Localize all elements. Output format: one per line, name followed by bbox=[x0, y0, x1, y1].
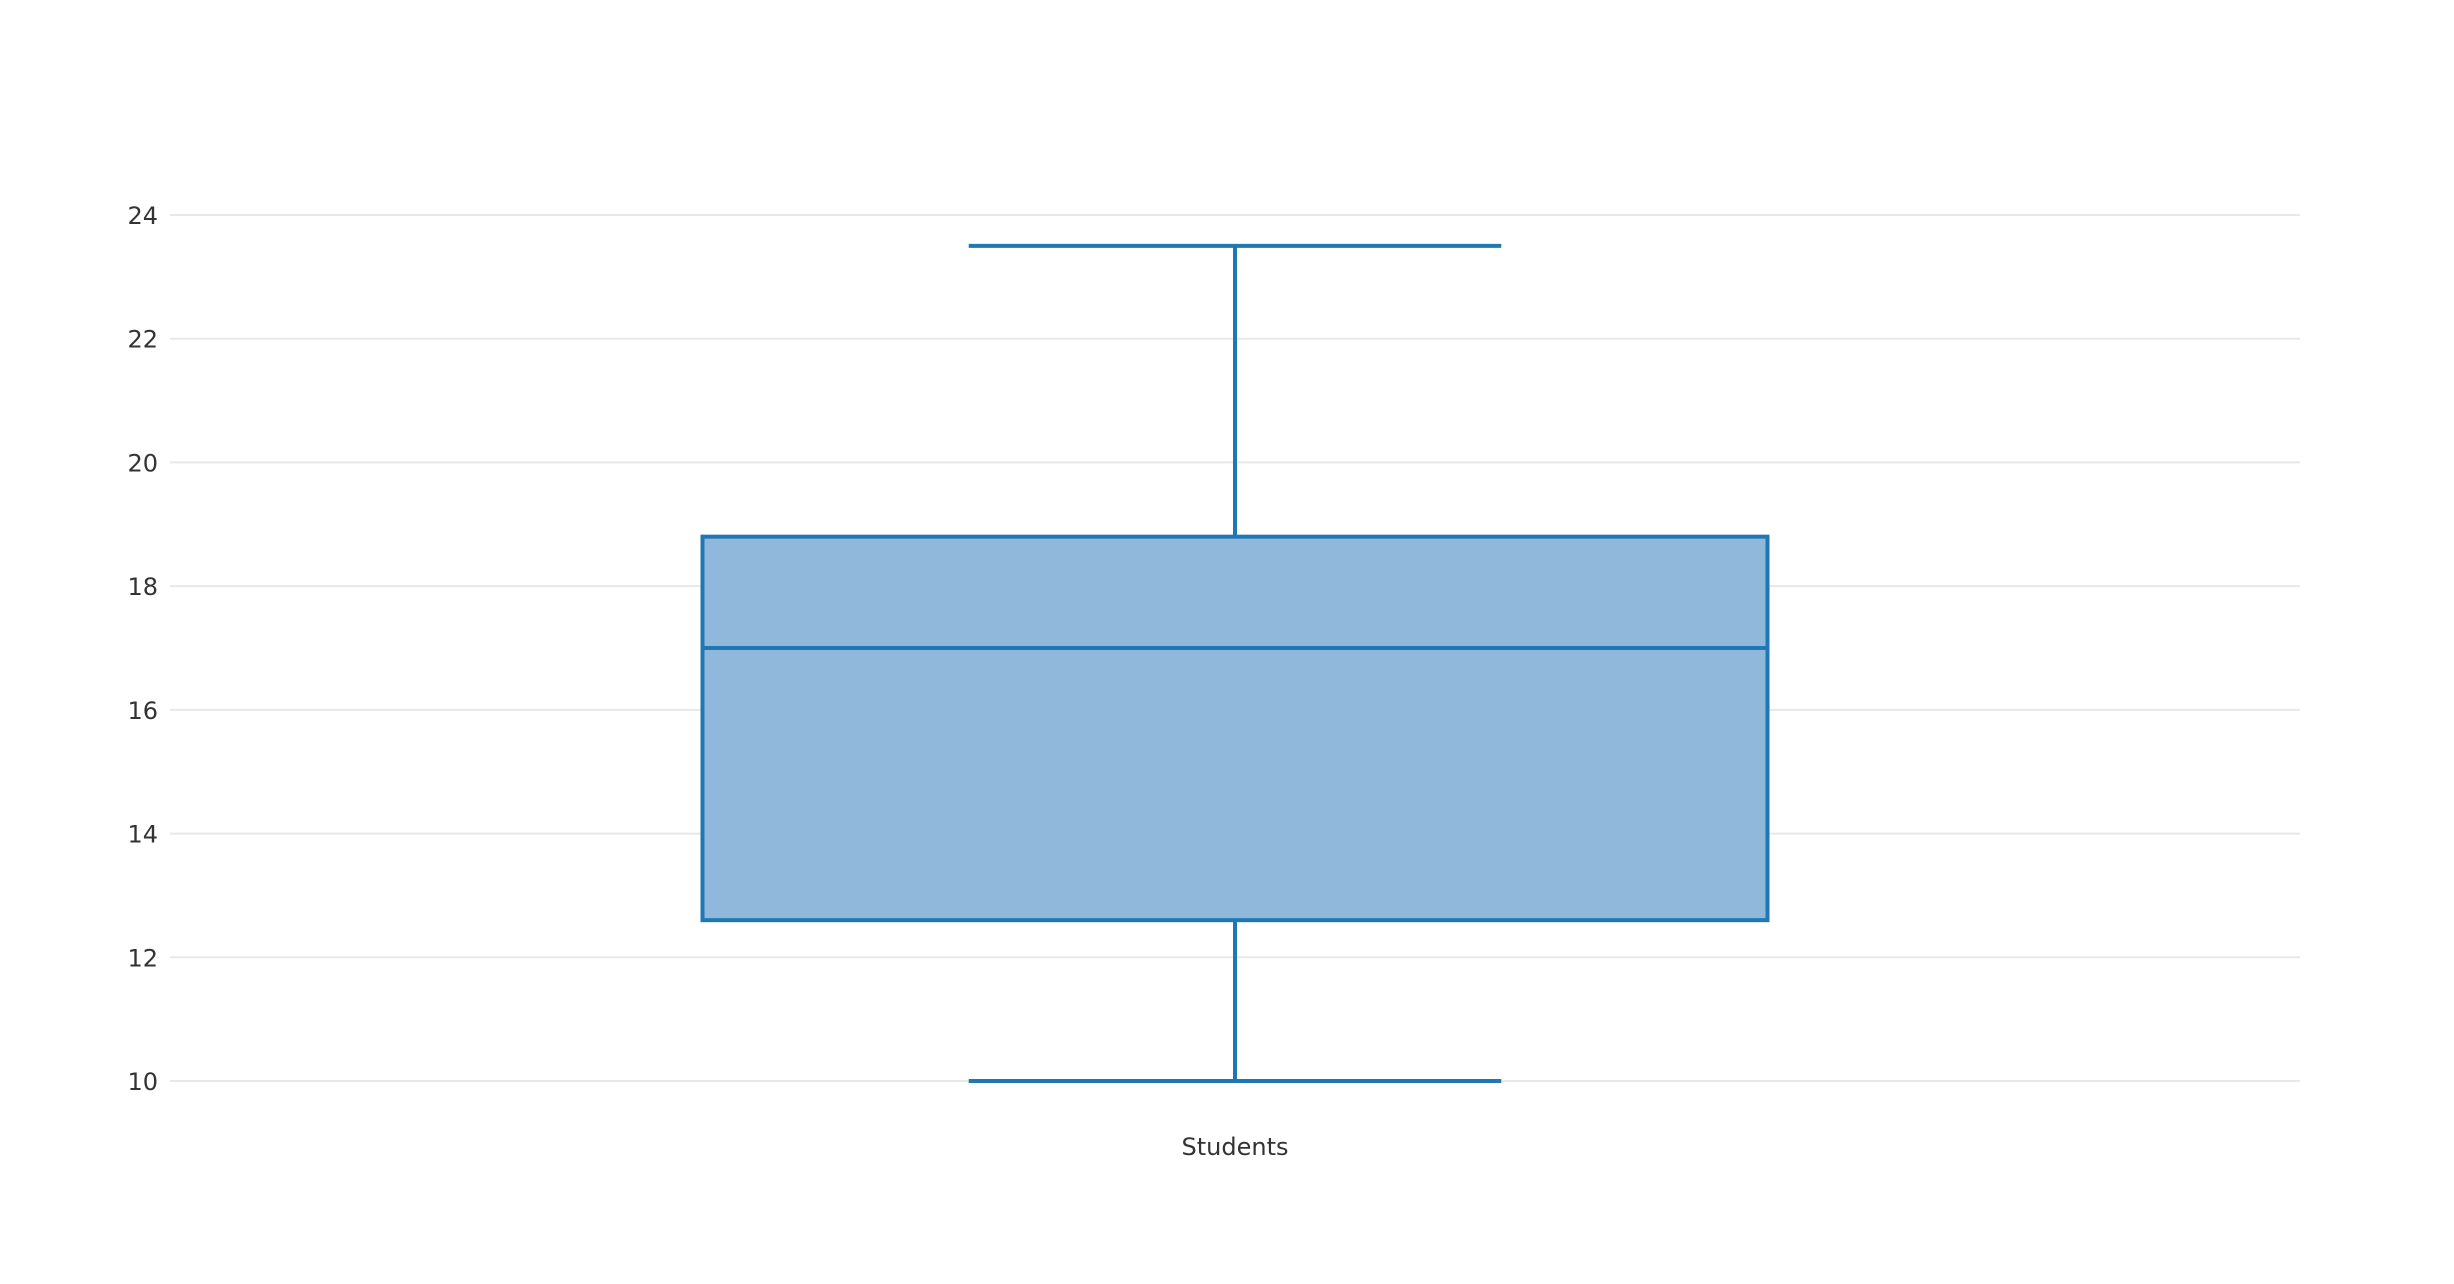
y-tick-label: 16 bbox=[127, 697, 158, 725]
y-tick-label: 14 bbox=[127, 821, 158, 849]
y-tick-label: 22 bbox=[127, 326, 158, 354]
y-tick-label: 10 bbox=[127, 1068, 158, 1096]
x-axis-categories: Students bbox=[1182, 1133, 1289, 1161]
x-category-label: Students bbox=[1182, 1133, 1289, 1161]
y-tick-label: 12 bbox=[127, 944, 158, 972]
y-axis-ticks: 10 12 14 16 18 20 22 24 bbox=[127, 202, 158, 1096]
y-tick-label: 20 bbox=[127, 449, 158, 477]
y-tick-label: 24 bbox=[127, 202, 158, 230]
iqr-box bbox=[700, 534, 1770, 923]
y-tick-label: 18 bbox=[127, 573, 158, 601]
box-series bbox=[700, 243, 1770, 1083]
